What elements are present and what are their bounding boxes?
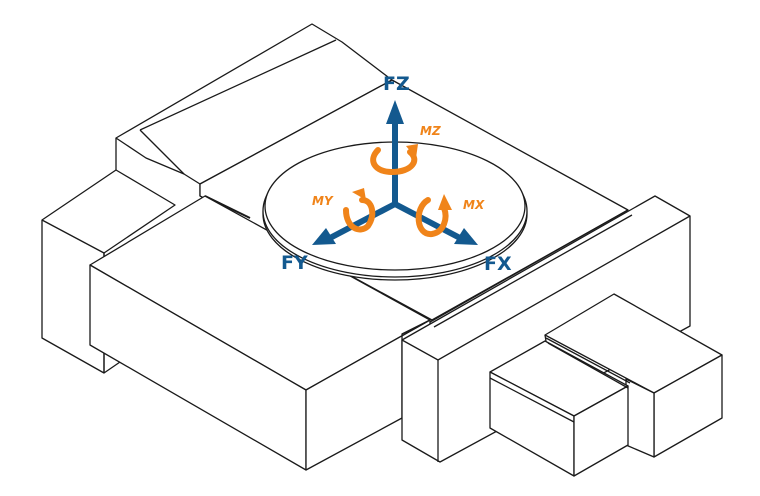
mz-arrowhead — [406, 144, 418, 158]
fy-label: FY — [281, 252, 308, 274]
mx-arrowhead — [438, 194, 452, 210]
fx-axis — [393, 201, 462, 241]
mz-label: MZ — [420, 124, 441, 138]
fx-label: FX — [484, 253, 512, 275]
moment-arrows — [343, 144, 452, 237]
right-rail — [401, 195, 691, 463]
fx-arrowhead — [454, 228, 478, 245]
fy-axis — [328, 201, 397, 241]
mx-moment-arrow — [415, 197, 449, 237]
fy-arrowhead — [312, 228, 336, 245]
my-moment-arrow — [343, 197, 376, 233]
fz-label: FZ — [383, 73, 410, 95]
mx-label: MX — [463, 198, 485, 212]
my-arrowhead — [352, 188, 366, 200]
mz-moment-arrow — [370, 147, 418, 176]
my-label: MY — [312, 194, 334, 208]
fz-arrowhead — [386, 100, 404, 124]
motor-box-rear — [544, 293, 723, 458]
motor-box-front — [489, 337, 631, 477]
front-left-block — [89, 195, 431, 471]
force-axes — [312, 100, 478, 245]
